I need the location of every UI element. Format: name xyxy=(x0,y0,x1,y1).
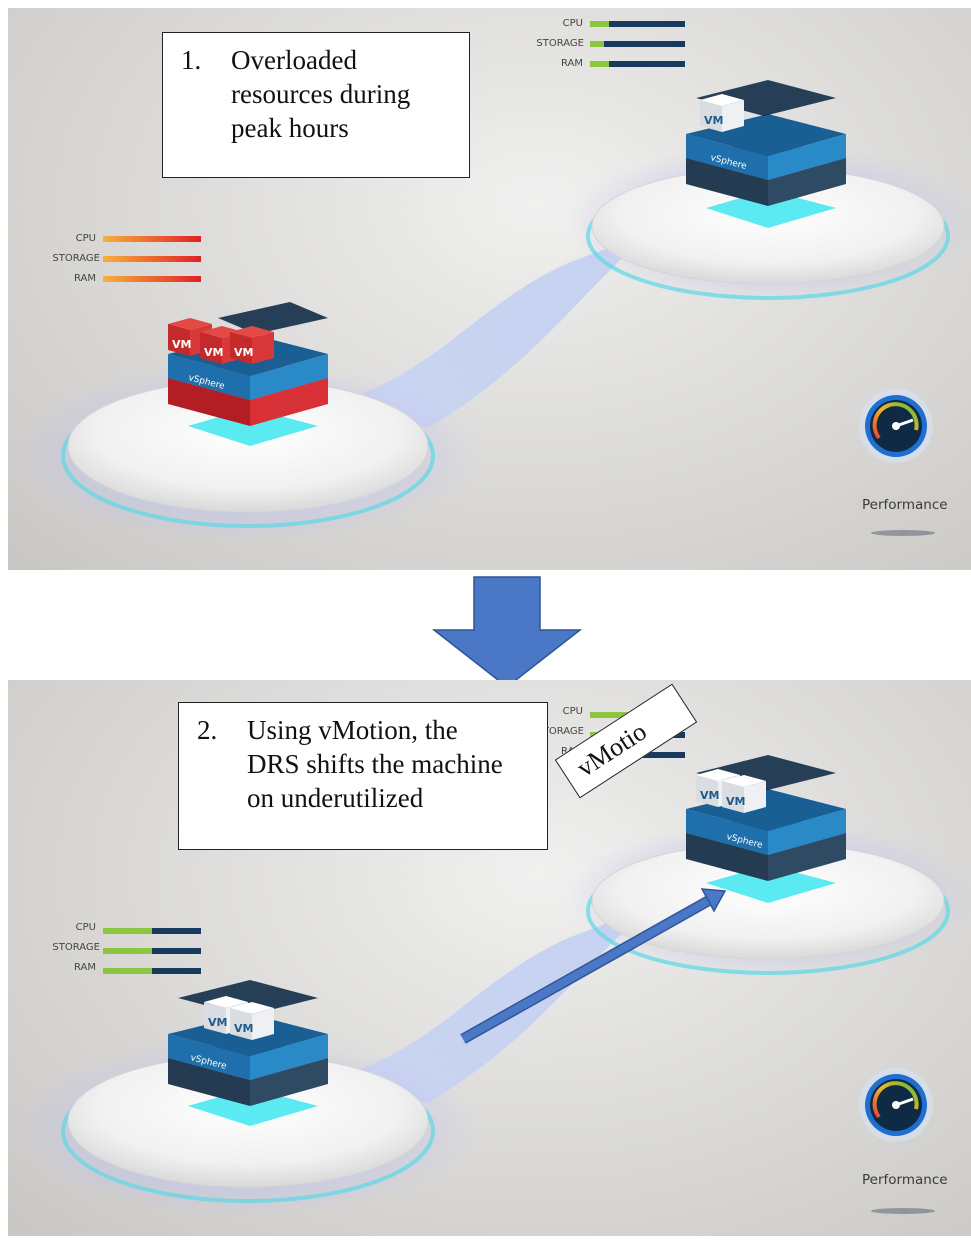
bottom-scene-graphic: vSphere VM VM vSphere xyxy=(8,712,971,1218)
cpu-label: CPU xyxy=(562,706,583,717)
left-resource-meters xyxy=(103,236,201,282)
connection-bridge xyxy=(308,233,648,428)
svg-text:VM: VM xyxy=(234,346,253,359)
ram-label: RAM xyxy=(73,962,96,973)
ram-bar xyxy=(590,61,609,67)
cpu-bar xyxy=(590,21,609,27)
svg-text:VM: VM xyxy=(704,114,723,127)
connection-bridge xyxy=(308,908,648,1103)
ram-bar xyxy=(103,276,201,282)
overloaded-scene-panel: vSphere VM VM VM xyxy=(8,8,971,570)
storage-label: STORAGE xyxy=(52,253,100,264)
down-arrow-icon xyxy=(431,576,583,688)
right-resource-meters xyxy=(590,21,685,67)
svg-text:VM: VM xyxy=(208,1016,227,1029)
storage-label: STORAGE xyxy=(52,942,100,953)
cpu-bar xyxy=(103,236,201,242)
ram-label: RAM xyxy=(560,58,583,69)
cpu-label: CPU xyxy=(75,922,96,933)
performance-gauge-icon xyxy=(859,1068,933,1142)
ram-bar xyxy=(103,968,152,974)
top-scene-graphic: vSphere VM VM VM xyxy=(8,21,971,543)
cpu-label: CPU xyxy=(75,233,96,244)
step-number: 1. xyxy=(181,45,202,75)
vm-block-normal: VM xyxy=(230,1002,274,1040)
svg-text:VM: VM xyxy=(204,346,223,359)
underutilized-host: vSphere VM xyxy=(686,80,846,228)
storage-bar xyxy=(103,948,152,954)
ram-label: RAM xyxy=(73,273,96,284)
svg-text:VM: VM xyxy=(172,338,191,351)
vm-block-normal: VM xyxy=(722,775,766,813)
cpu-bar xyxy=(590,712,642,718)
host-glow-pad xyxy=(706,865,836,903)
storage-label: STORAGE xyxy=(536,38,584,49)
performance-gauge-icon xyxy=(859,389,933,463)
svg-text:VM: VM xyxy=(726,795,745,808)
cpu-bar xyxy=(103,928,152,934)
storage-label: STORAGE xyxy=(536,726,584,737)
vm-block-overloaded: VM xyxy=(230,326,274,364)
vmotion-arrow xyxy=(460,888,727,1044)
step-1-callout: 1. Overloaded resources during peak hour… xyxy=(162,32,470,178)
svg-text:VM: VM xyxy=(234,1022,253,1035)
host-glow-pad xyxy=(706,190,836,228)
performance-label: Performance xyxy=(862,497,948,513)
target-host: vSphere VM VM xyxy=(686,755,846,903)
vm-block-normal: VM xyxy=(700,94,744,132)
performance-label: Performance xyxy=(862,1172,948,1188)
step-number: 2. xyxy=(197,715,218,745)
cpu-label: CPU xyxy=(562,18,583,29)
step-text: Overloaded resources during peak hours xyxy=(231,45,411,143)
left-resource-meters xyxy=(103,928,201,974)
step-2-callout: 2. Using vMotion, the DRS shifts the mac… xyxy=(178,702,548,850)
overloaded-host: vSphere VM VM VM xyxy=(168,302,328,446)
balanced-scene-panel: vSphere VM VM vSphere xyxy=(8,680,971,1236)
source-host: vSphere VM VM xyxy=(168,980,328,1126)
storage-bar xyxy=(590,41,604,47)
svg-text:VM: VM xyxy=(700,789,719,802)
storage-bar xyxy=(103,256,201,262)
step-text: Using vMotion, the DRS shifts the machin… xyxy=(247,715,503,813)
